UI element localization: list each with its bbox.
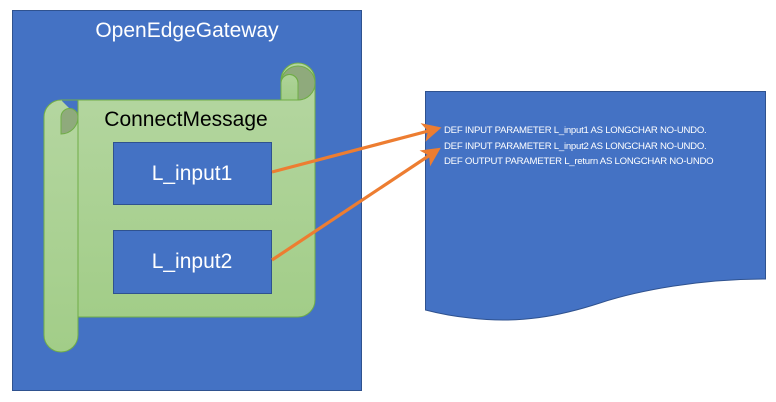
param-label: L_input2 (152, 250, 233, 273)
scroll-curl-left-icon (60, 108, 79, 135)
connect-message-scroll (43, 62, 316, 353)
param-box-l-input1[interactable]: L_input1 (113, 142, 272, 205)
scroll-title: ConnectMessage (104, 108, 267, 131)
document-line-3: DEF OUTPUT PARAMETER L_return AS LONGCHA… (444, 156, 713, 167)
gateway-title: OpenEdgeGateway (95, 19, 279, 42)
param-box-l-input2[interactable]: L_input2 (113, 230, 272, 294)
connector-arrow-input1 (271, 123, 442, 174)
abl-parameter-document (425, 91, 766, 321)
document-line-2: DEF INPUT PARAMETER L_input2 AS LONGCHAR… (444, 141, 706, 152)
connector-arrow-input2 (271, 147, 441, 262)
param-label: L_input1 (152, 162, 233, 185)
document-line-1: DEF INPUT PARAMETER L_input1 AS LONGCHAR… (444, 125, 706, 136)
